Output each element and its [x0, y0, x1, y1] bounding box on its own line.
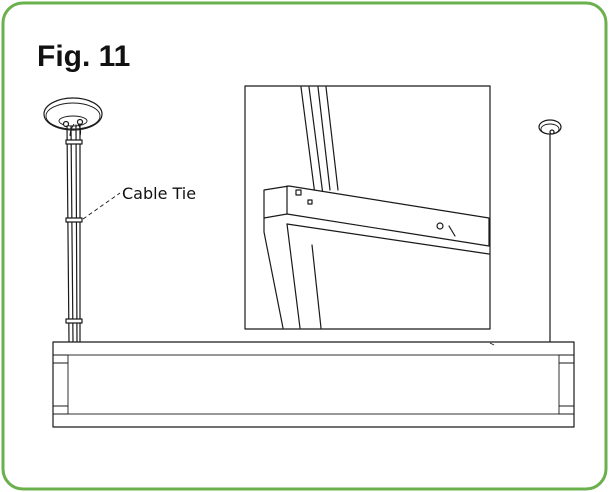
left-cable-bundle: [66, 123, 82, 343]
figure-title: Fig. 11: [37, 40, 130, 73]
left-ceiling-canopy: [43, 97, 103, 131]
linear-light-fixture: [52, 341, 575, 428]
detail-inset: [244, 85, 491, 330]
cable-tie-callout: Cable Tie: [82, 184, 196, 220]
callout-leader-line: [82, 192, 121, 220]
cable-ties: [65, 139, 83, 324]
right-ceiling-canopy: [538, 119, 562, 343]
callout-label: Cable Tie: [122, 184, 196, 203]
